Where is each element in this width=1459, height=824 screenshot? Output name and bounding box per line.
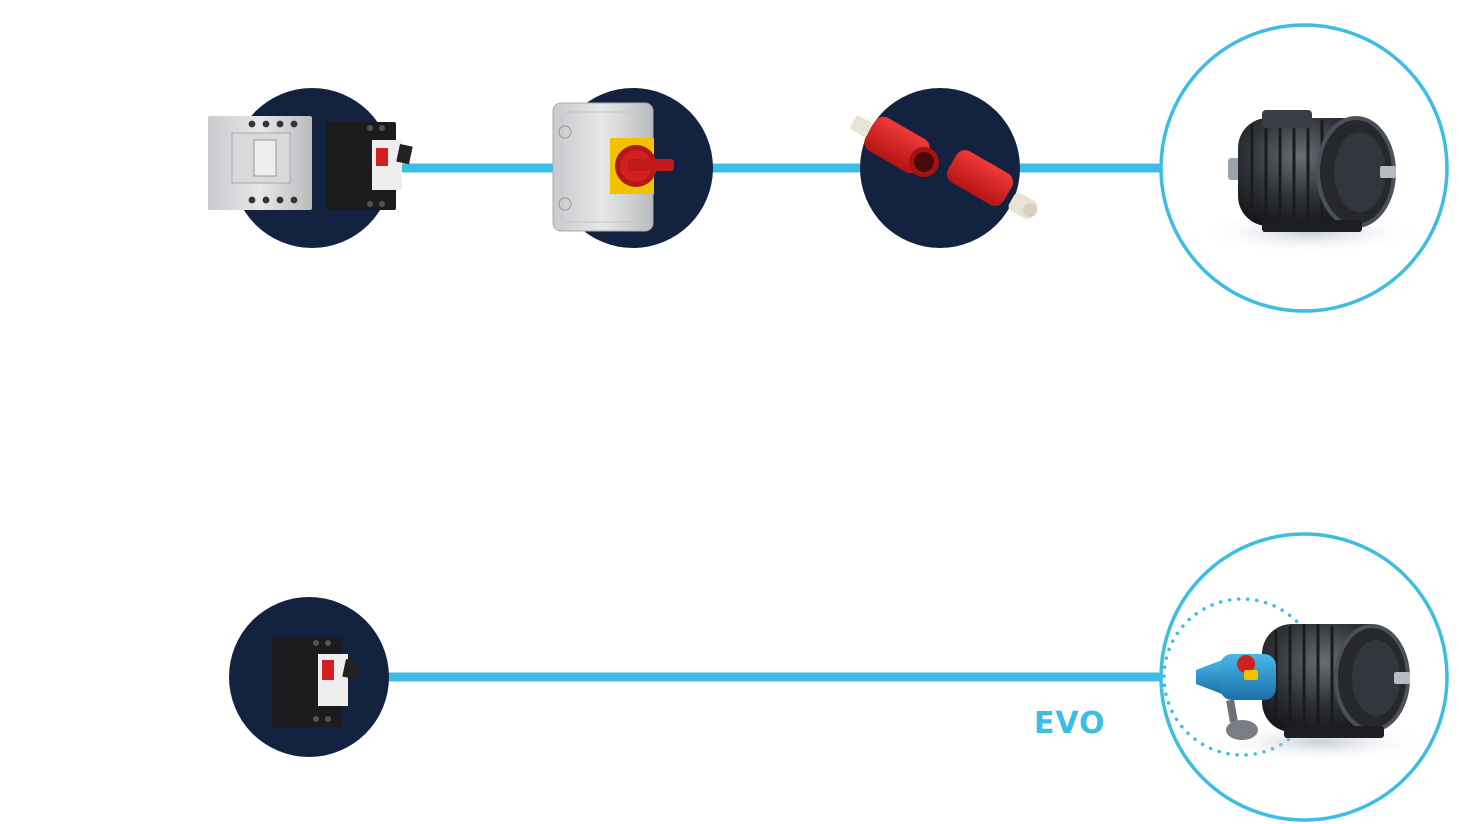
evo-installation-row: EVO [229, 532, 1449, 822]
motor-starter-node [229, 597, 389, 757]
electric-motor-icon [1198, 110, 1422, 254]
evo-label: EVO [1034, 706, 1106, 741]
breaker-and-contactor-node [208, 88, 413, 248]
red-plug-connector-icon [850, 115, 1038, 220]
evo-motor-node: EVO [1034, 532, 1449, 822]
motor-node-top [1159, 23, 1449, 313]
circuit-breaker-icon [208, 116, 413, 210]
motor-starter-icon [272, 637, 359, 727]
industrial-plug-socket-node [850, 88, 1038, 248]
motor-with-evo-connector-icon [1196, 624, 1430, 762]
rotary-isolator-icon [552, 102, 674, 232]
isolator-switch-node [552, 88, 713, 248]
conventional-installation-row [208, 23, 1449, 313]
